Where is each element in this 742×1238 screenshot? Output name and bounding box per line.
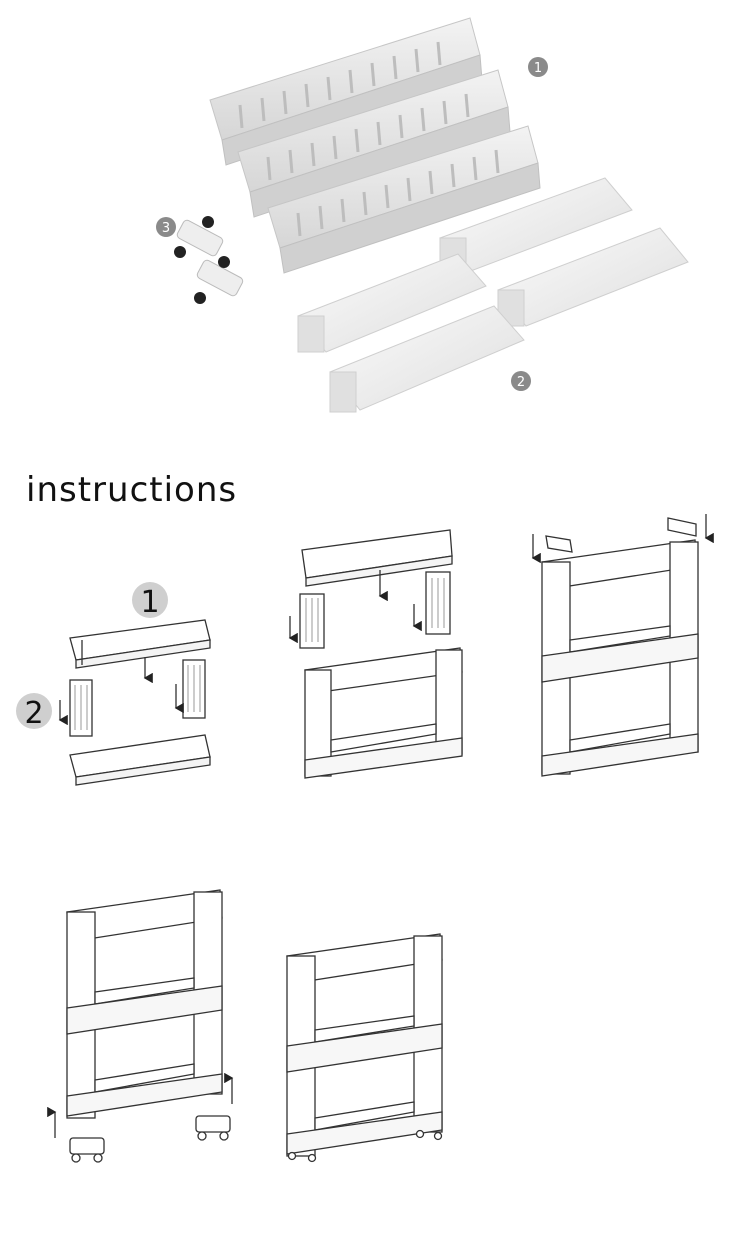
wheel-bracket (174, 216, 244, 304)
instructions-heading: instructions (26, 470, 238, 510)
callout-badge-1: 1 (528, 57, 548, 77)
svg-text:1: 1 (534, 61, 542, 76)
callout-badge-3: 3 (156, 217, 176, 237)
svg-text:1: 1 (140, 585, 159, 620)
product-photo: 1 2 3 (156, 17, 689, 413)
svg-text:2: 2 (24, 696, 43, 731)
step-badge-1: 1 (132, 582, 168, 620)
callout-badge-2: 2 (511, 371, 531, 391)
basket-tray (267, 125, 541, 274)
step-2-diagram (288, 529, 463, 779)
side-post (329, 305, 525, 413)
svg-text:2: 2 (517, 375, 525, 390)
step-3-diagram (531, 514, 714, 777)
step-5-diagram (286, 933, 443, 1163)
svg-text:3: 3 (162, 221, 170, 236)
side-post (297, 253, 487, 353)
step-1-diagram (58, 619, 211, 786)
step-4-diagram (47, 889, 234, 1163)
step-badge-2: 2 (16, 693, 52, 731)
